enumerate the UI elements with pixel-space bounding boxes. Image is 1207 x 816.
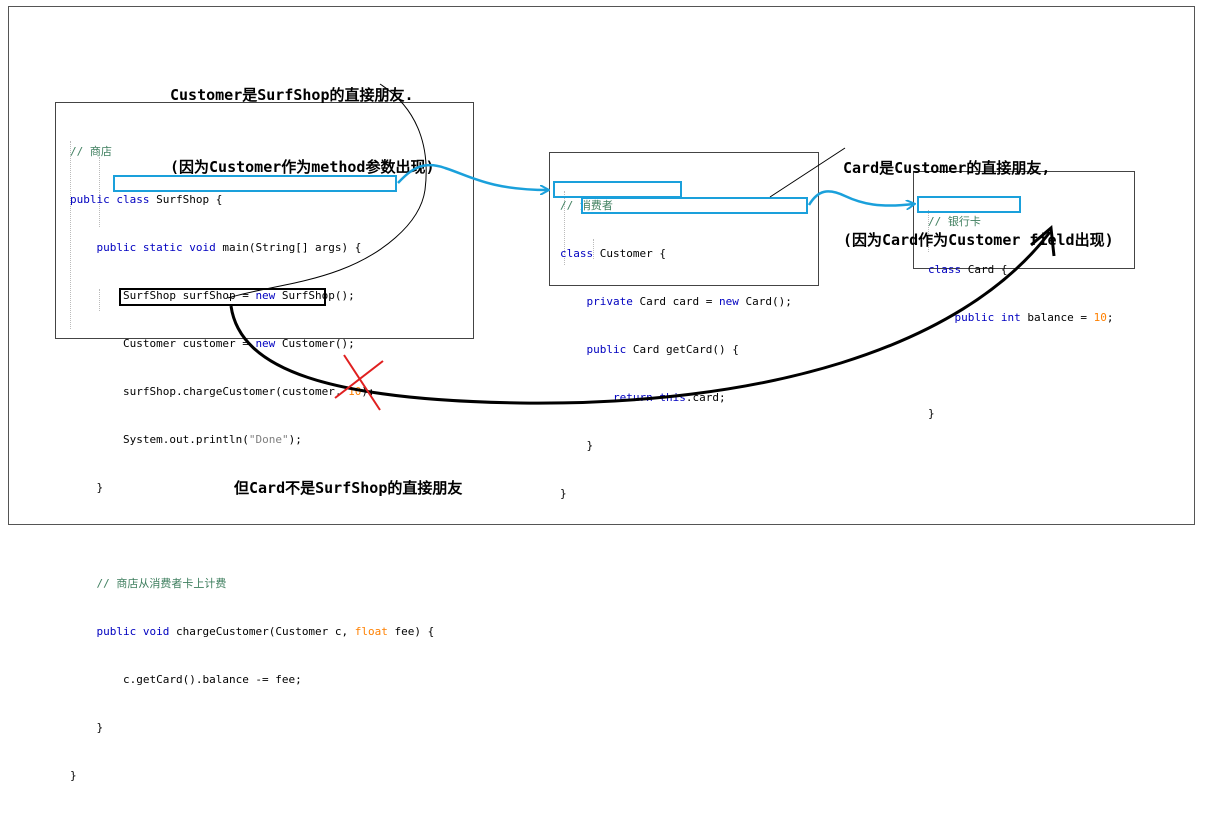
code-keyword: public <box>586 343 627 356</box>
customer-friend-note: Customer是SurfShop的直接朋友. (因为Customer作为met… <box>170 35 435 203</box>
code-text: ); <box>288 433 302 446</box>
code-text: Card getCard() { <box>632 343 739 356</box>
code-keyword: public int <box>954 311 1021 324</box>
code-text: balance = <box>1027 311 1094 324</box>
code-keyword: class <box>560 247 594 260</box>
code-keyword: public static void <box>96 241 216 254</box>
code-comment: // 商店 <box>70 145 112 158</box>
code-text: SurfShop(); <box>275 289 355 302</box>
callout-line-card <box>769 147 846 198</box>
black-arrow-not-friend <box>229 231 1052 405</box>
code-text: ; <box>1106 311 1114 324</box>
code-text: surfShop.chargeCustomer(customer, <box>122 385 349 398</box>
cross-icon <box>334 354 384 411</box>
code-text: Card { <box>967 263 1008 276</box>
code-text: System.out.println( <box>122 433 249 446</box>
code-keyword: public class <box>70 193 150 206</box>
code-comment: // 银行卡 <box>928 215 981 228</box>
arrowhead-icon <box>1030 225 1056 257</box>
indent-guide <box>70 141 71 329</box>
code-comment: // 商店从消费者卡上计费 <box>96 577 227 590</box>
code-text: } <box>560 487 567 500</box>
code-text: c.getCard().balance -= fee; <box>122 673 302 686</box>
indent-guide <box>564 191 565 265</box>
customer-friend-line1: Customer是SurfShop的直接朋友. <box>170 86 414 104</box>
code-text: SurfShop { <box>156 193 223 206</box>
callout-line-customer <box>227 83 427 299</box>
indent-guide <box>593 239 594 259</box>
card-class-highlight <box>917 196 1021 213</box>
code-text: Customer(); <box>275 337 355 350</box>
code-string: "Done" <box>248 433 289 446</box>
surfshop-code-box: // 商店 public class SurfShop { public sta… <box>55 102 474 782</box>
code-number: 10 <box>1093 311 1107 324</box>
code-text: chargeCustomer(Customer c, <box>175 625 355 638</box>
customer-friend-line2: (因为Customer作为method参数出现) <box>170 158 435 176</box>
code-keyword: private <box>586 295 633 308</box>
not-friend-note: 但Card不是SurfShop的直接朋友 <box>234 428 462 524</box>
indent-guide <box>928 210 929 252</box>
blue-arrow-to-card <box>807 190 914 205</box>
code-comment: // 消费者 <box>560 199 613 212</box>
not-friend-text: 但Card不是SurfShop的直接朋友 <box>234 479 463 497</box>
indent-guide <box>99 157 100 227</box>
code-text: } <box>96 721 104 734</box>
customer-instance-highlight <box>113 175 397 192</box>
code-text: } <box>928 407 935 420</box>
blue-arrow-to-customer <box>397 163 548 190</box>
card-code: // 银行卡 class Card { public int balance =… <box>928 182 1113 454</box>
code-keyword: new <box>718 295 739 308</box>
code-text: Card card = <box>639 295 719 308</box>
indent-guide <box>99 289 100 311</box>
code-text: Card(); <box>738 295 792 308</box>
card-code-box: // 银行卡 class Card { public int balance =… <box>913 171 1135 420</box>
code-text: } <box>586 439 594 452</box>
diagram-frame <box>8 6 1195 525</box>
card-friend-line1: Card是Customer的直接朋友, <box>843 159 1051 177</box>
code-keyword: class <box>928 263 962 276</box>
code-keyword: new <box>255 337 276 350</box>
code-text: Customer { <box>599 247 666 260</box>
connector-overlay <box>227 83 1056 411</box>
card-field-highlight <box>581 197 808 214</box>
getcard-call-highlight <box>119 288 326 306</box>
customer-code-box: // 消费者 class Customer { private Card car… <box>549 152 819 500</box>
code-keyword: public void <box>96 625 170 638</box>
code-text: } <box>96 481 104 494</box>
code-text: } <box>70 769 77 782</box>
code-keyword: float <box>354 625 388 638</box>
code-text: Customer customer = <box>122 337 256 350</box>
code-text: fee) { <box>387 625 435 638</box>
code-text: SurfShop surfShop = <box>122 289 256 302</box>
code-keyword: new <box>255 289 276 302</box>
code-text: main(String[] args) { <box>222 241 362 254</box>
